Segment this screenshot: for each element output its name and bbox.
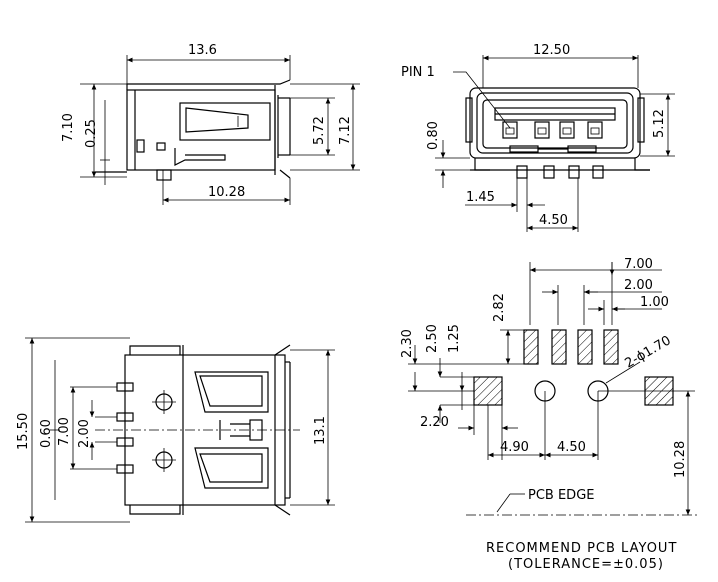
pcb-offset-2-label: 2.50 — [425, 324, 440, 353]
top-tab-offset-label: 0.60 — [39, 419, 54, 448]
top-view: 15.50 0.60 7.00 2.00 13.1 — [16, 337, 335, 523]
front-height-label: 5.12 — [652, 109, 667, 138]
side-height-label: 7.10 — [61, 113, 76, 142]
front-view: 12.50 PIN 1 — [401, 43, 675, 232]
side-width-label: 13.6 — [188, 43, 217, 58]
pcb-edge-label: PCB EDGE — [528, 488, 594, 503]
pcb-pad-height-label: 2.82 — [492, 293, 507, 322]
front-width-label: 12.50 — [533, 43, 570, 58]
pcb-edge-distance-label: 10.28 — [673, 441, 688, 478]
front-span-label: 4.50 — [539, 213, 568, 228]
side-overall-height-label: 7.12 — [338, 116, 353, 145]
pcb-signal-pads — [523, 329, 619, 365]
pcb-outer-pitch-label: 2.00 — [624, 278, 653, 293]
top-pins — [70, 382, 134, 474]
side-view: 13.6 7.10 0.25 — [61, 43, 360, 205]
front-pitch-label: 1.45 — [466, 190, 495, 205]
pcb-pad-width-label: 2.20 — [420, 415, 449, 430]
side-tab-offset-label: 0.25 — [84, 119, 99, 148]
side-body-height-label: 5.72 — [312, 116, 327, 145]
pcb-hole-pitch-label: 4.50 — [557, 440, 586, 455]
pcb-tolerance-note: (TOLERANCE=±0.05) — [508, 557, 664, 572]
top-length-label: 15.50 — [16, 413, 31, 450]
pcb-offset-3-label: 1.25 — [447, 324, 462, 353]
top-pin-pitch-label: 2.00 — [77, 419, 92, 448]
side-pin-span-label: 10.28 — [208, 185, 245, 200]
front-standoff-label: 0.80 — [426, 121, 441, 150]
top-width-label: 13.1 — [313, 416, 328, 445]
top-pin-span-label: 7.00 — [57, 417, 72, 446]
pcb-layout-view: 7.00 2.00 1.00 2.30 — [400, 257, 700, 572]
pcb-hole-offset-label: 4.90 — [500, 440, 529, 455]
pcb-pad-span-label: 7.00 — [624, 257, 653, 272]
pin1-label: PIN 1 — [401, 65, 435, 80]
pcb-pitch-label: 1.00 — [640, 295, 669, 310]
pcb-layout-title: RECOMMEND PCB LAYOUT — [486, 541, 677, 556]
front-contacts — [502, 121, 603, 139]
pcb-offset-1-label: 2.30 — [400, 329, 415, 358]
pcb-mount-pad-left — [473, 376, 503, 406]
pcb-hole-label: 2-ϕ1.70 — [623, 333, 674, 371]
